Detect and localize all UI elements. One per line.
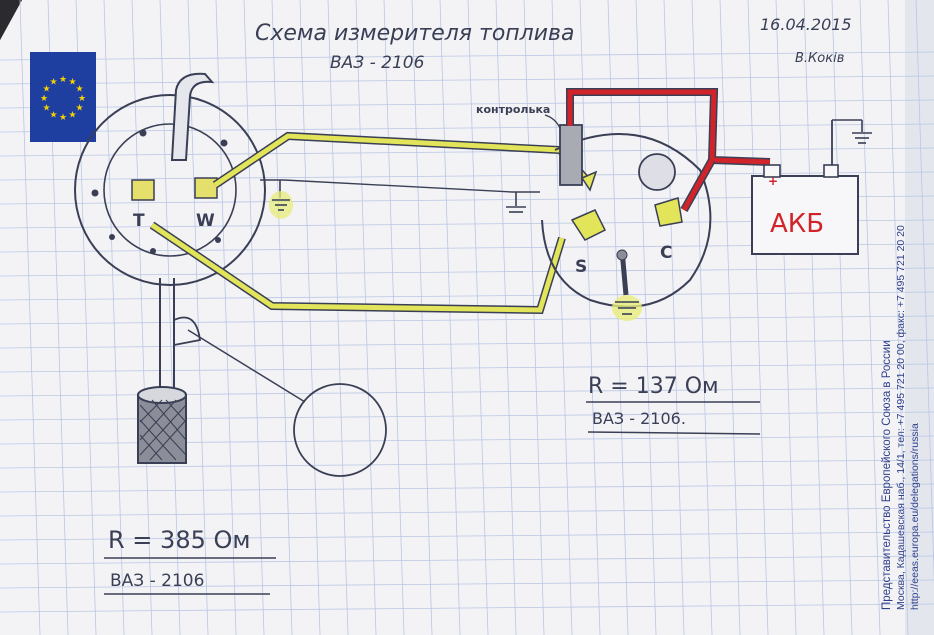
eu-star-icon: ★	[59, 75, 67, 85]
eu-star-icon: ★	[75, 85, 83, 95]
battery: + АКБ	[751, 119, 872, 255]
battery-plus-label: +	[768, 174, 778, 188]
eu-star-icon: ★	[43, 85, 51, 95]
sender-terminal-w	[194, 177, 218, 199]
gauge-resistance-note: R = 137 Ом ВАЗ - 2106.	[586, 374, 761, 435]
float-strainer	[137, 386, 187, 464]
sender-resistance-note: R = 385 Ом ВАЗ - 2106	[104, 526, 276, 595]
eu-star-icon: ★	[43, 104, 51, 114]
ground-gauge-body	[506, 191, 540, 213]
battery-label: АКБ	[770, 209, 824, 239]
gauge-label-c: C	[660, 243, 672, 263]
zoom-circle	[293, 383, 387, 477]
sender-terminal-t	[131, 179, 155, 201]
diagram-date: 16.04.2015	[760, 15, 852, 34]
eu-flag: ★★★★★★★★★★★★	[30, 52, 96, 142]
control-lamp-label: контролька	[476, 103, 550, 116]
chassis-line	[283, 179, 513, 193]
eu-star-icon: ★	[40, 94, 48, 104]
gauge-terminal-c	[654, 197, 683, 227]
sender-model-text: ВАЗ - 2106	[110, 571, 204, 591]
eu-star-icon: ★	[50, 78, 58, 88]
eu-star-icon: ★	[75, 104, 83, 114]
sender-label-w: W	[196, 211, 215, 231]
sender-to-gauge-wire-bottom	[149, 221, 566, 315]
diagram-model: ВАЗ - 2106	[330, 53, 425, 73]
ground-sender	[260, 179, 293, 219]
eu-star-icon: ★	[78, 94, 86, 104]
stamp-line-3: http://eeas.europa.eu/delegations/russia	[909, 423, 921, 610]
battery-plus-terminal	[763, 164, 781, 178]
gauge-label-s: S	[575, 257, 587, 277]
gauge-model-text: ВАЗ - 2106.	[592, 409, 686, 428]
fuel-level-sender: Т W	[74, 72, 387, 477]
stamp-line-2: Москва, Кадашевская наб., 14/1, тел: +7 …	[895, 225, 907, 610]
gauge-resistance-text: R = 137 Ом	[588, 374, 719, 399]
eu-star-icon: ★	[59, 113, 67, 123]
fuel-gauge: S C	[541, 124, 712, 308]
fuel-tube	[170, 72, 215, 161]
stamp-line-1: Представительство Европейского Союза в Р…	[881, 340, 893, 610]
ground-gauge-stud	[612, 295, 642, 321]
background-corner	[0, 0, 22, 40]
sender-label-t: Т	[133, 211, 145, 231]
diagram-title: Схема измерителя топлива	[255, 21, 574, 46]
battery-minus-terminal	[823, 164, 839, 178]
diagram-author: В.Кокiв	[795, 51, 844, 66]
battery-wire-red	[566, 88, 771, 212]
control-lamp	[559, 124, 583, 186]
eu-star-circle: ★★★★★★★★★★★★	[40, 75, 86, 123]
eu-star-icon: ★	[69, 78, 77, 88]
embassy-stamp: Представительство Европейского Союза в Р…	[881, 225, 921, 610]
eu-star-icon: ★	[69, 110, 77, 120]
sender-resistance-text: R = 385 Ом	[108, 526, 250, 554]
gauge-terminal-s	[570, 209, 607, 241]
eu-star-icon: ★	[50, 110, 58, 120]
gauge-lamp-socket	[638, 153, 676, 191]
